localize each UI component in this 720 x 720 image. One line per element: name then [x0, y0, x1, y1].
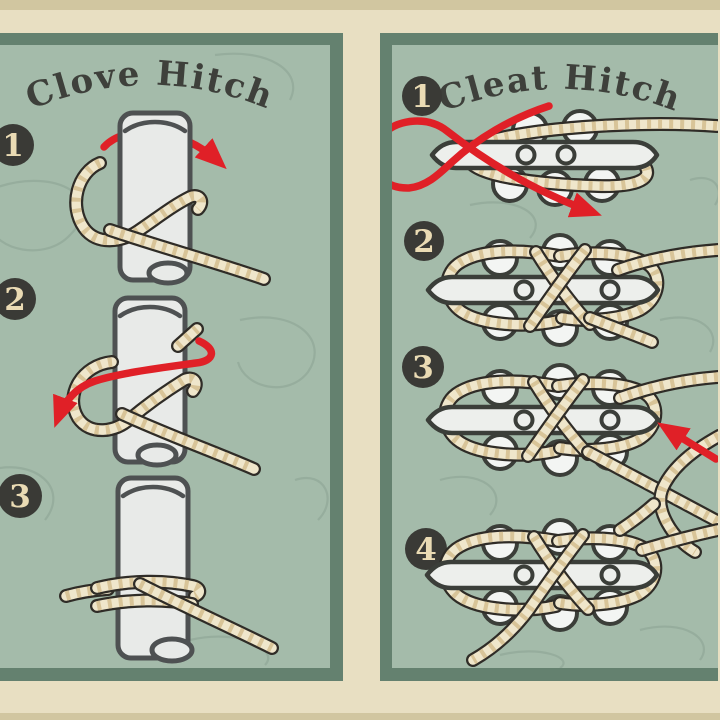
step-number: 1 — [2, 128, 24, 164]
cleat-illustration — [424, 559, 660, 591]
step-badge: 2 — [404, 221, 444, 261]
clove-step-3 — [59, 475, 279, 664]
screw-hole — [513, 564, 535, 586]
cleat-step-2 — [425, 233, 718, 349]
step-number: 2 — [413, 224, 435, 260]
step-badge: 4 — [405, 528, 447, 570]
step-badge: 3 — [0, 474, 42, 518]
rope-path — [611, 243, 718, 277]
rope-path — [171, 322, 204, 353]
rope-path — [115, 407, 261, 476]
screw-hole — [599, 564, 621, 586]
step-badge: 1 — [0, 124, 34, 166]
step-badge: 1 — [402, 76, 442, 116]
step-number: 2 — [4, 282, 26, 318]
screw-hole — [555, 144, 577, 166]
cleat-illustration — [425, 404, 661, 436]
step-badge: 3 — [402, 346, 444, 388]
cleat-hitch-panel: Cleat Hitch 1 2 3 4 — [380, 33, 718, 681]
pole-illustration — [115, 475, 195, 664]
rope-path — [523, 243, 592, 333]
screw-hole — [513, 409, 535, 431]
contour-pattern — [0, 52, 329, 666]
step-number: 1 — [411, 79, 433, 115]
step-number: 3 — [9, 479, 31, 515]
rope-path — [90, 574, 207, 603]
step-number: 3 — [412, 350, 434, 386]
screw-hole — [599, 279, 621, 301]
rope-path — [583, 311, 659, 349]
step-number: 4 — [415, 532, 437, 568]
screw-hole — [513, 279, 535, 301]
cleat-step-1 — [392, 102, 718, 218]
screw-hole — [515, 144, 537, 166]
direction-arrow-icon — [392, 102, 602, 218]
bottom-edge-strip — [0, 713, 720, 720]
step-badge: 2 — [0, 278, 36, 320]
rope-path — [466, 528, 590, 667]
clove-step-1 — [69, 110, 271, 286]
rope-path — [103, 223, 271, 286]
top-edge-strip — [0, 0, 720, 10]
rope-path — [521, 373, 590, 463]
contour-pattern — [439, 177, 718, 668]
cleat-illustration — [425, 274, 661, 306]
rope-path — [613, 370, 718, 405]
rope-path — [613, 497, 661, 537]
clove-step-2 — [53, 295, 261, 476]
screw-hole — [599, 409, 621, 431]
rope-path — [133, 577, 279, 655]
cleat-step-4 — [424, 497, 718, 667]
clove-hitch-panel: Clove Hitch 1 2 3 — [0, 33, 343, 681]
rope-path — [635, 523, 718, 557]
cleat-step-3 — [425, 363, 718, 559]
direction-arrow-icon — [53, 337, 216, 428]
direction-arrow-icon — [657, 422, 718, 463]
